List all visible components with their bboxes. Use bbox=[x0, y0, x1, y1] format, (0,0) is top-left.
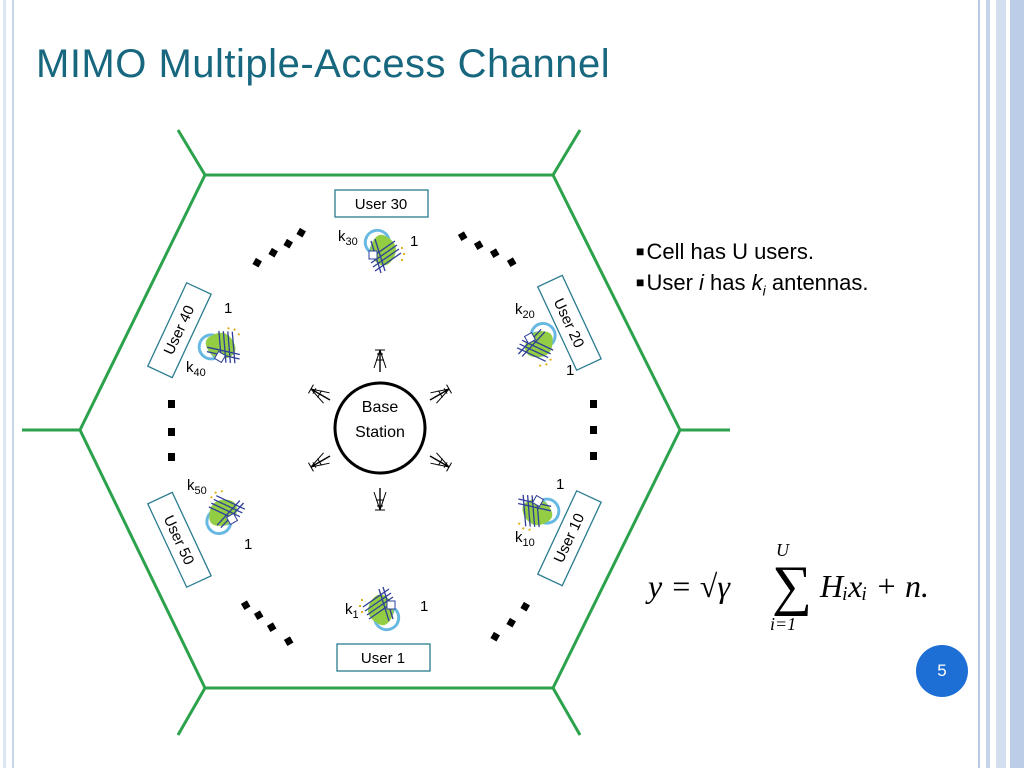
formula-sum-upper: U bbox=[776, 540, 789, 560]
antenna-count-label: k1 bbox=[345, 601, 359, 621]
phone-icon bbox=[357, 585, 401, 632]
antenna-count-label: k10 bbox=[515, 529, 535, 549]
tower-icon bbox=[426, 383, 453, 406]
phone-icon bbox=[363, 228, 407, 275]
tower-icon bbox=[307, 383, 334, 406]
antenna-one-label: 1 bbox=[410, 233, 418, 250]
cell-diagram: Base Station User 30 k30 1 User 20 k20 1… bbox=[22, 129, 730, 736]
user-1-group: User 1 k1 1 bbox=[336, 585, 431, 672]
left-frame-border bbox=[0, 0, 14, 768]
sum-symbol-icon: ∑ bbox=[772, 555, 812, 617]
bullet-item: ■Cell has U users. bbox=[636, 239, 814, 264]
edge-line bbox=[176, 687, 207, 736]
signal-model-formula: y = √γ U ∑ i=1 Hᵢxᵢ + n. bbox=[640, 540, 970, 640]
user-label-box bbox=[536, 489, 602, 587]
slide-title: MIMO Multiple-Access Channel bbox=[36, 42, 611, 86]
antenna-one-label: 1 bbox=[224, 300, 232, 317]
formula-lhs: y = √γ bbox=[648, 568, 730, 604]
antenna-one-label: 1 bbox=[420, 598, 428, 615]
base-station-label-1: Base bbox=[362, 399, 399, 416]
base-station: Base Station bbox=[307, 349, 453, 511]
antenna-count-label: k30 bbox=[338, 228, 358, 248]
phone-icon bbox=[193, 315, 254, 375]
antenna-one-label: 1 bbox=[566, 362, 574, 379]
bullet-item: ■User i has ki antennas. bbox=[636, 270, 869, 299]
formula-sum-lower: i=1 bbox=[770, 614, 797, 634]
user-10-group: User 10 k10 1 bbox=[504, 476, 602, 587]
antenna-count-label: k20 bbox=[515, 301, 535, 321]
page-number-badge: 5 bbox=[916, 645, 968, 697]
ellipsis-dots bbox=[168, 227, 597, 646]
formula-rhs: Hᵢxᵢ + n. bbox=[820, 568, 930, 604]
user-label-box bbox=[334, 189, 429, 218]
user-label-box bbox=[336, 643, 431, 672]
user-20-group: User 20 k20 1 bbox=[509, 274, 602, 379]
user-label-box bbox=[146, 491, 212, 589]
bullet-list: ■Cell has U users. ■User i has ki antenn… bbox=[636, 236, 869, 305]
antenna-count-label: k40 bbox=[186, 359, 206, 379]
user-50-group: User 50 k50 1 bbox=[146, 477, 253, 589]
edge-line bbox=[176, 129, 207, 176]
tower-icon bbox=[426, 450, 453, 473]
tower-icon bbox=[373, 487, 387, 511]
edge-line bbox=[551, 687, 582, 736]
antenna-one-label: 1 bbox=[556, 476, 564, 493]
user-40-group: User 40 k40 1 bbox=[146, 281, 254, 379]
antenna-count-label: k50 bbox=[187, 477, 207, 497]
antenna-one-label: 1 bbox=[244, 536, 252, 553]
user-label: User 1 bbox=[361, 650, 405, 667]
edge-line bbox=[551, 129, 582, 176]
user-label-box bbox=[146, 281, 212, 379]
tower-icon bbox=[307, 450, 334, 473]
tower-icon bbox=[373, 349, 387, 373]
square-bullet-icon: ■ bbox=[636, 243, 645, 259]
user-30-group: User 30 k30 1 bbox=[334, 189, 429, 275]
user-label-box bbox=[536, 274, 602, 372]
user-label: User 30 bbox=[355, 196, 408, 213]
square-bullet-icon: ■ bbox=[636, 274, 645, 290]
right-frame-border bbox=[978, 0, 1024, 768]
base-station-label-2: Station bbox=[355, 424, 405, 441]
cell-border bbox=[22, 129, 730, 736]
base-station-circle bbox=[333, 381, 427, 475]
